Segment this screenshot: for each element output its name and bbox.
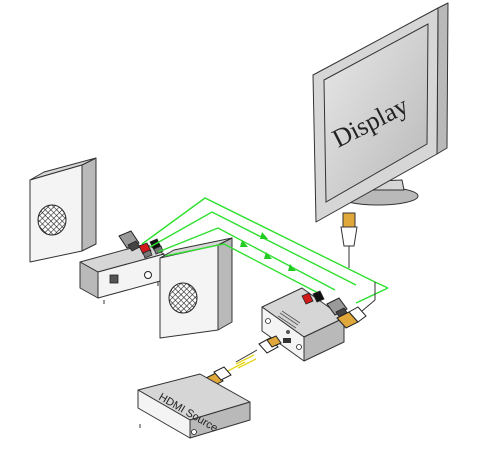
rca-plug-icon bbox=[301, 290, 325, 305]
hdmi-plug-icon bbox=[258, 335, 282, 354]
speaker-icon bbox=[29, 157, 97, 263]
hdmi-plug-icon bbox=[340, 212, 358, 247]
extractor-icon bbox=[261, 287, 345, 362]
hdmi-plug-icon bbox=[336, 282, 376, 329]
hdmi-source-icon bbox=[137, 373, 251, 439]
audio-connections bbox=[141, 197, 389, 304]
hdmi-cable bbox=[225, 349, 258, 373]
monitor-icon bbox=[312, 2, 449, 268]
speaker-icon bbox=[159, 237, 233, 339]
